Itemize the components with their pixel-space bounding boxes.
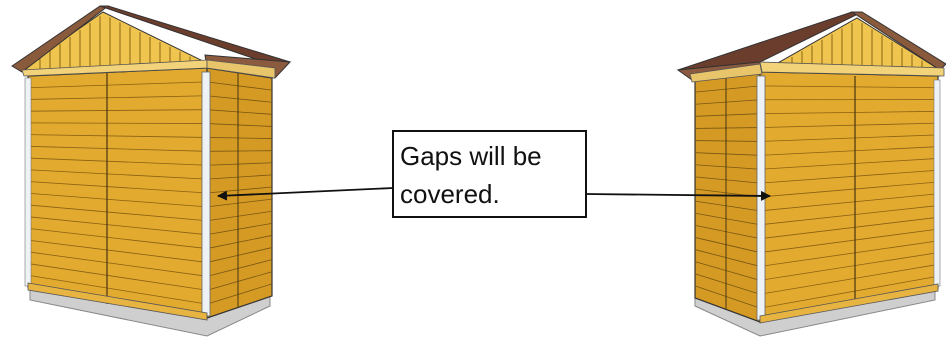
right-shed-side-wall — [694, 71, 761, 323]
arrow-left — [217, 187, 394, 201]
right-shed-corner-trim — [756, 75, 766, 321]
callout: Gaps will be covered. — [217, 130, 771, 218]
right-shed — [676, 11, 946, 337]
left-shed-corner-trim — [201, 71, 211, 317]
callout-line-1: Gaps will be — [400, 141, 542, 171]
callout-box — [392, 130, 587, 218]
left-shed-side-wall — [206, 67, 273, 319]
callout-line-2: covered. — [400, 179, 500, 209]
left-shed — [11, 5, 292, 337]
left-shed-front-wall — [27, 67, 208, 319]
right-shed-front-wall — [759, 71, 939, 323]
arrow-right — [585, 190, 771, 201]
